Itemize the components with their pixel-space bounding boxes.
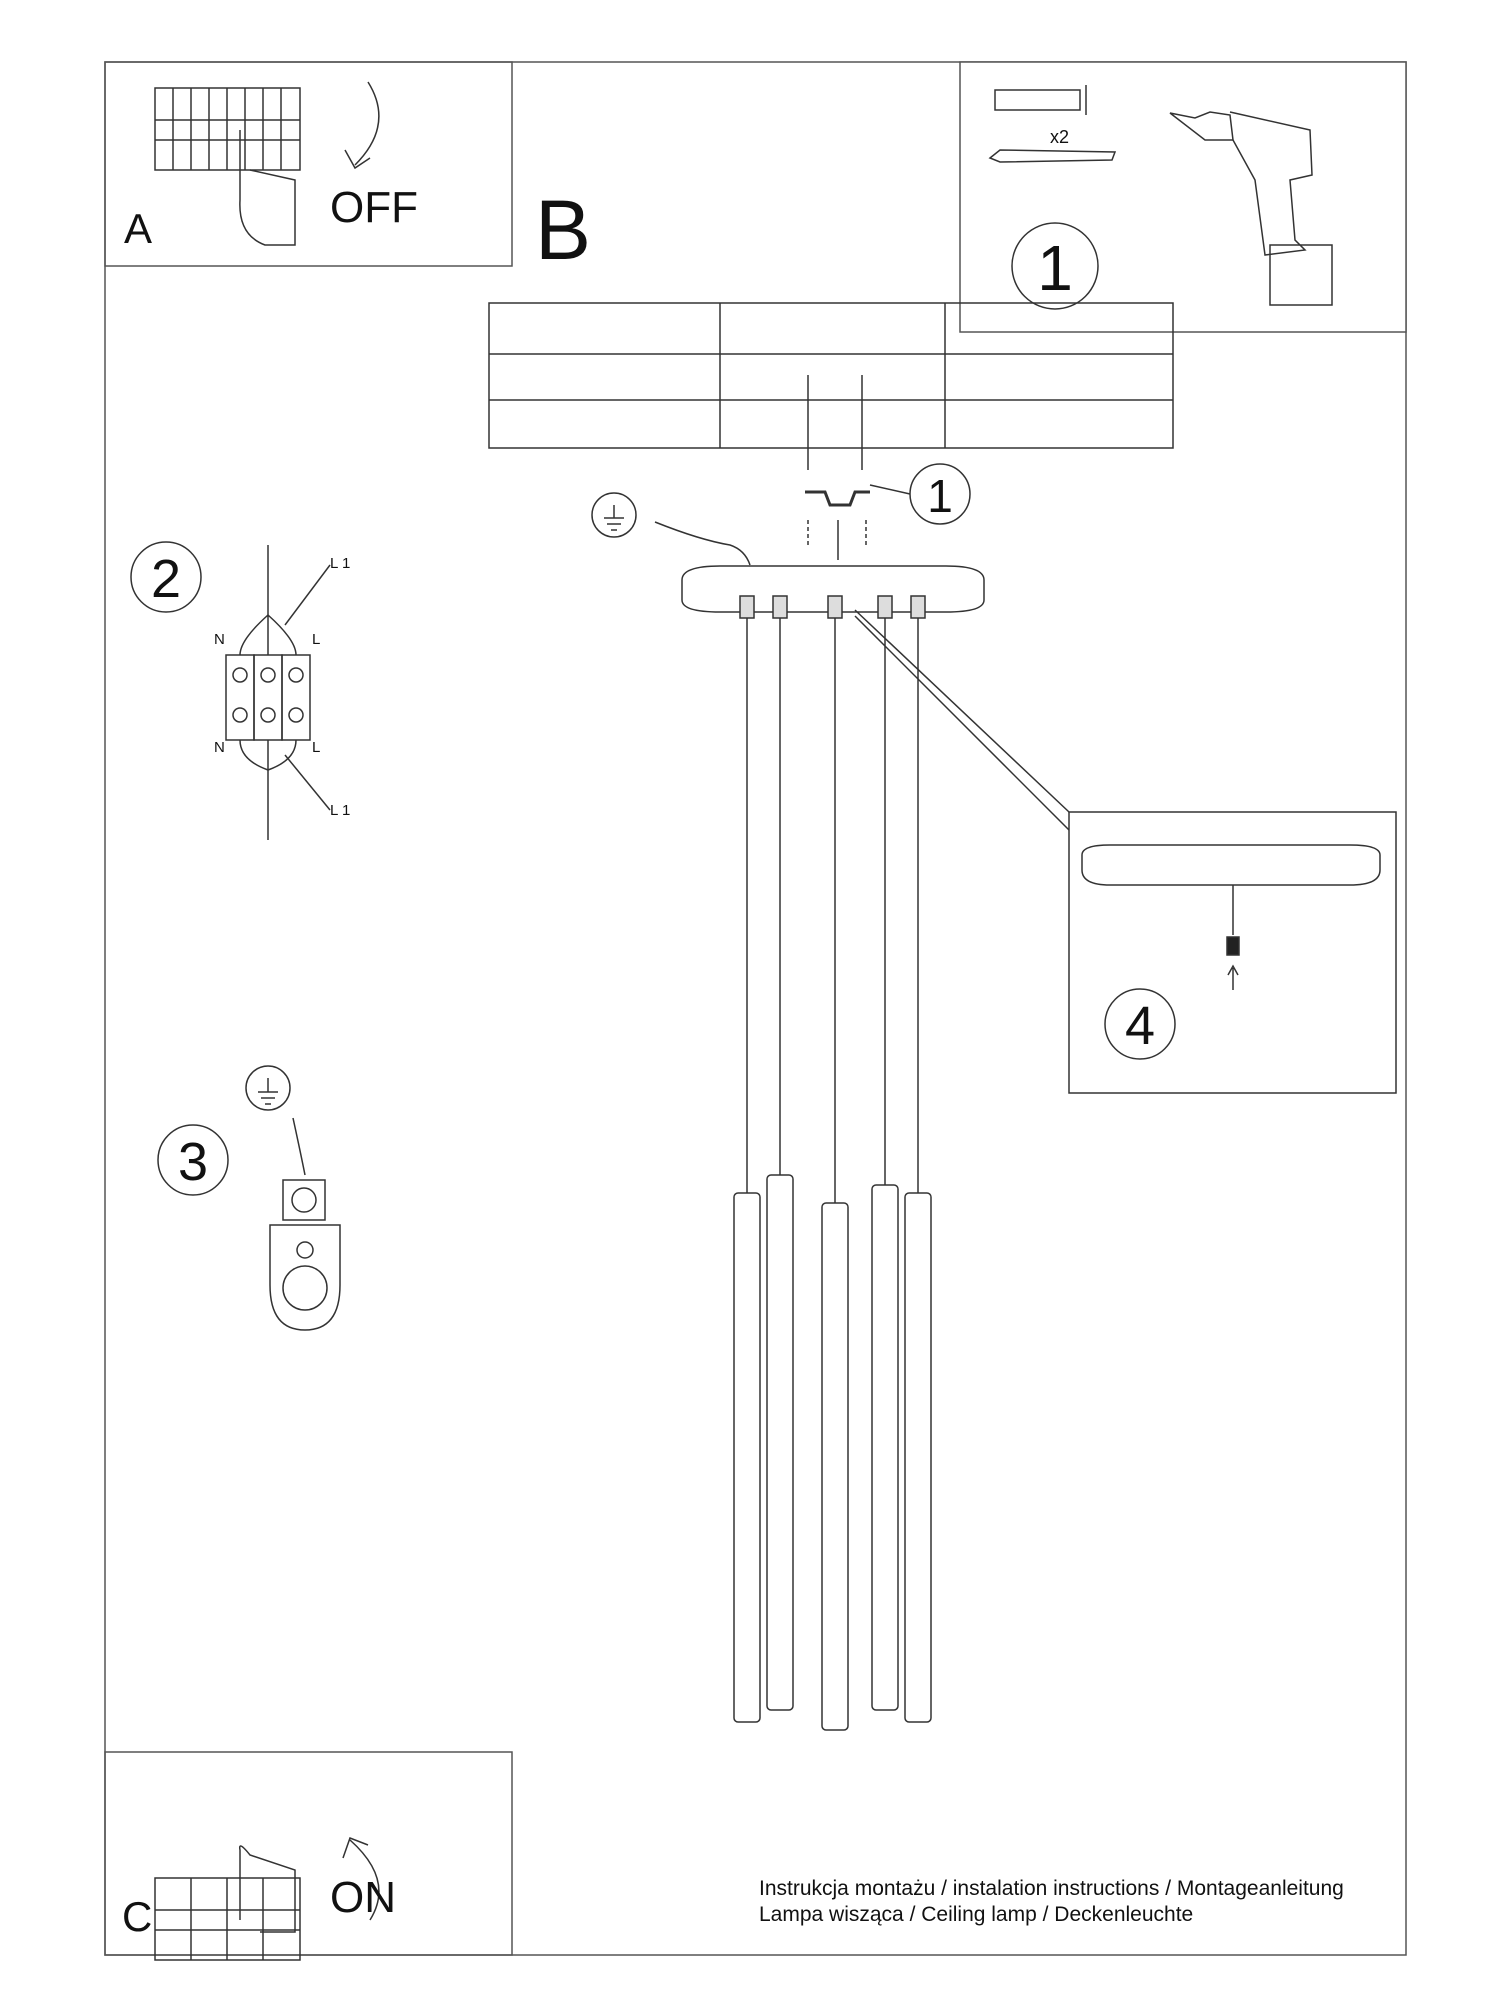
drill-icon [1169, 111, 1333, 306]
canopy-detail [1081, 844, 1381, 886]
step-a-box [104, 61, 513, 267]
hand-icon [239, 130, 296, 246]
callout-4-number: 4 [1124, 996, 1156, 1056]
breaker-panel-icon [154, 87, 301, 171]
arrow-down-icon [344, 81, 380, 170]
canopy [681, 565, 985, 613]
pendant-lamp [821, 595, 849, 1731]
step-c-on-label: ON [330, 1873, 396, 1922]
callout-4-circle [1104, 988, 1176, 1060]
callout-2-circle [130, 541, 202, 613]
callout-3-circle [157, 1124, 229, 1196]
pendant-lamp [733, 595, 761, 1723]
quantity-label: x2 [1050, 127, 1070, 147]
anchor-icon [988, 85, 1117, 163]
mounting-bracket [805, 490, 870, 507]
callout-2-number: 2 [150, 549, 182, 609]
wire-label-n: N [214, 739, 225, 756]
callout-3-number: 3 [177, 1132, 209, 1192]
breaker-panel-icon [154, 1877, 301, 1961]
step-1-box [959, 61, 1407, 333]
callout-1-number: 1 [1037, 232, 1073, 304]
wire-label-n: N [214, 631, 225, 648]
wire-label-l: L [312, 739, 321, 756]
pendant-lamp [871, 595, 899, 1711]
step-b-letter: B [535, 183, 592, 277]
ceiling-slab [488, 302, 1174, 449]
hand-icon [238, 1845, 296, 1933]
step-a-letter: A [124, 205, 153, 252]
footer-title: Instrukcja montażu / instalation instruc… [759, 1877, 1344, 1900]
wire-label-l1: L 1 [330, 555, 351, 572]
step-a-off-label: OFF [330, 183, 418, 232]
pendant-lamp [766, 595, 794, 1711]
wire-label-l: L [312, 631, 321, 648]
screw-icon [1226, 936, 1240, 956]
ground-terminal-icon [269, 1179, 341, 1331]
callout-1-number: 1 [927, 470, 953, 522]
step-c-box [104, 1751, 513, 1956]
wire-label-l1: L 1 [330, 802, 351, 819]
ground-symbol-icon [591, 492, 637, 538]
outer-frame [104, 61, 1407, 1956]
arrow-up-icon [342, 1837, 380, 1921]
pendant-lamp [904, 595, 932, 1723]
arrow-up-icon [1227, 964, 1239, 990]
callout-1-circle [1011, 222, 1099, 310]
ground-symbol-icon [245, 1065, 291, 1111]
footer-subtitle: Lampa wisząca / Ceiling lamp / Deckenleu… [759, 1903, 1194, 1926]
step-c-letter: C [122, 1893, 153, 1940]
callout-1-circle [909, 463, 971, 525]
terminal-block-icon [225, 545, 331, 840]
